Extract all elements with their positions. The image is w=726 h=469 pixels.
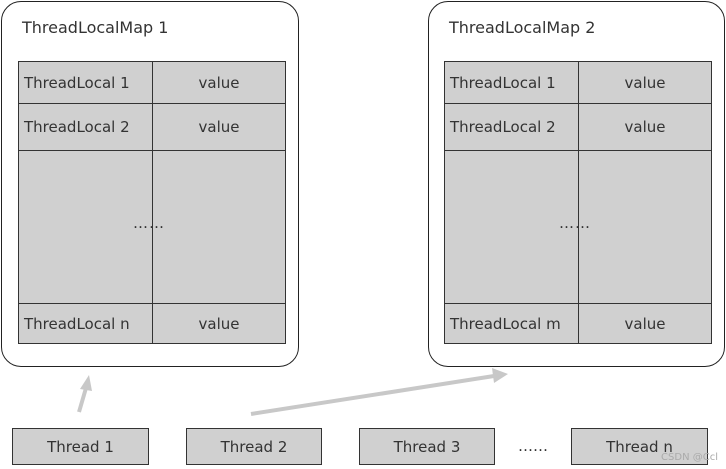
map-table: ThreadLocal 1 value ThreadLocal 2 value … bbox=[18, 61, 286, 344]
threadlocal-key: ThreadLocal 1 bbox=[450, 73, 556, 92]
map-row: ThreadLocal n value bbox=[19, 303, 285, 344]
map-title: ThreadLocalMap 2 bbox=[449, 18, 596, 37]
threadlocal-key: ThreadLocal 2 bbox=[450, 118, 556, 136]
entry-value: value bbox=[198, 315, 240, 333]
map-row: ThreadLocal 1 value bbox=[445, 62, 711, 104]
thread-1-box: Thread 1 bbox=[12, 428, 149, 465]
threadlocalmap-1-container: ThreadLocalMap 1 ThreadLocal 1 value Thr… bbox=[1, 1, 299, 367]
column-divider bbox=[578, 62, 579, 343]
threadlocal-key: ThreadLocal 2 bbox=[24, 118, 130, 136]
thread-n-box: Thread n bbox=[571, 428, 708, 465]
watermark: CSDN @Ccl bbox=[661, 452, 718, 463]
arrow-thread1-to-map1 bbox=[77, 375, 92, 413]
thread-2-box: Thread 2 bbox=[186, 428, 322, 465]
entry-value: value bbox=[624, 315, 666, 333]
map-row: ThreadLocal 2 value bbox=[19, 104, 285, 151]
entry-value: value bbox=[198, 73, 240, 92]
map-table: ThreadLocal 1 value ThreadLocal 2 value … bbox=[444, 61, 712, 344]
column-divider bbox=[152, 62, 153, 343]
thread-3-box: Thread 3 bbox=[359, 428, 495, 465]
threadlocal-key: ThreadLocal 1 bbox=[24, 73, 130, 92]
ellipsis: …… bbox=[559, 214, 591, 232]
map-row: ThreadLocal m value bbox=[445, 303, 711, 344]
entry-value: value bbox=[198, 118, 240, 136]
map-row: ThreadLocal 1 value bbox=[19, 62, 285, 104]
ellipsis: …… bbox=[133, 214, 165, 232]
map-row: ThreadLocal 2 value bbox=[445, 104, 711, 151]
threads-ellipsis: …… bbox=[518, 437, 548, 455]
threadlocal-key: ThreadLocal n bbox=[24, 315, 130, 333]
entry-value: value bbox=[624, 73, 666, 92]
threadlocalmap-2-container: ThreadLocalMap 2 ThreadLocal 1 value Thr… bbox=[428, 1, 725, 367]
threadlocal-key: ThreadLocal m bbox=[450, 315, 561, 333]
arrow-thread2-to-map2 bbox=[250, 368, 508, 416]
entry-value: value bbox=[624, 118, 666, 136]
map-title: ThreadLocalMap 1 bbox=[22, 18, 169, 37]
